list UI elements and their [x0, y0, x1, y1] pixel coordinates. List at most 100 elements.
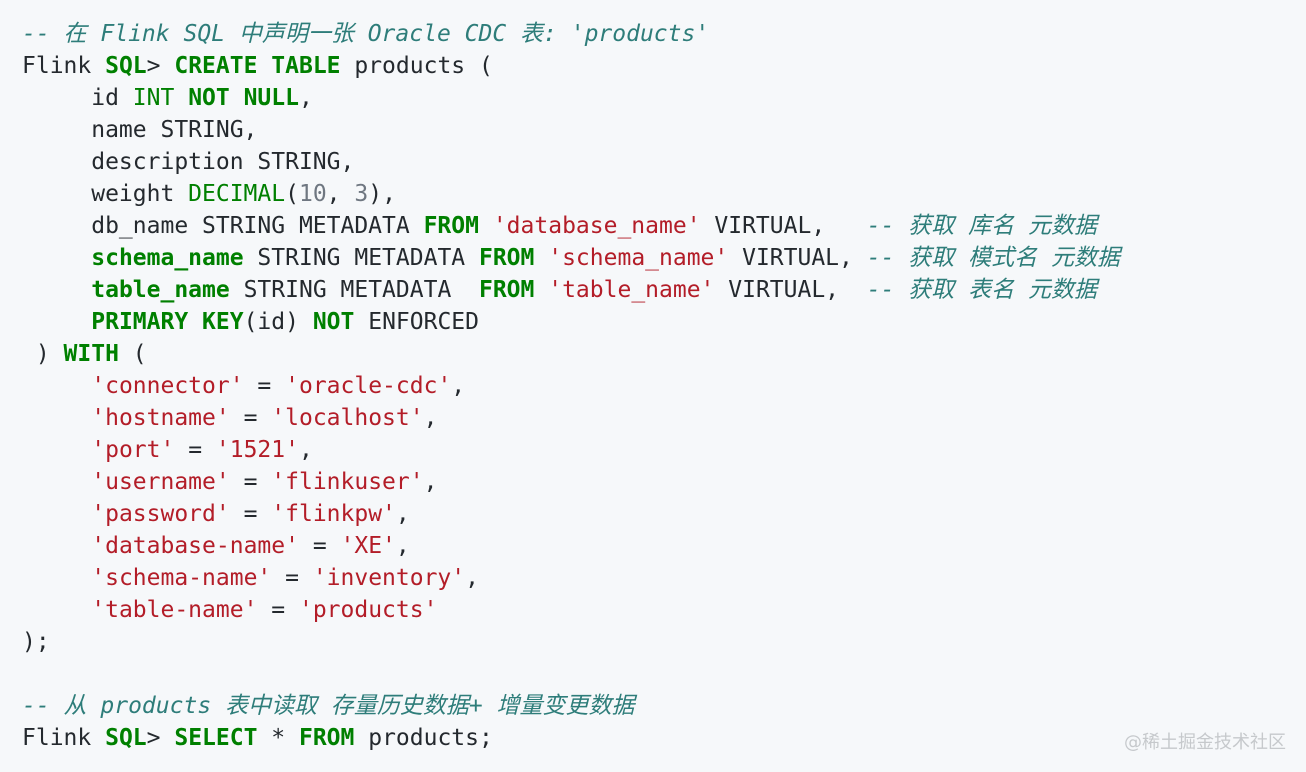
code-token-str: 'connector' — [91, 373, 244, 399]
code-token-plain — [174, 85, 188, 111]
code-token-plain: VIRTUAL, — [700, 213, 867, 239]
code-token-plain: ( — [285, 181, 299, 207]
code-line: table_name STRING METADATA FROM 'table_n… — [22, 274, 1306, 306]
code-line: 'table-name' = 'products' — [22, 594, 1306, 626]
code-token-kw: NOT — [312, 309, 355, 335]
code-token-plain — [22, 373, 91, 399]
code-token-plain: , — [298, 437, 313, 463]
code-token-bold: schema_name — [91, 245, 244, 271]
code-line: 'password' = 'flinkpw', — [22, 498, 1306, 530]
code-token-plain — [22, 501, 91, 527]
code-token-plain — [22, 597, 91, 623]
code-token-plain: = — [229, 501, 272, 527]
code-line: 'hostname' = 'localhost', — [22, 402, 1306, 434]
code-token-kw: FROM — [478, 277, 535, 303]
code-token-plain: > — [146, 53, 175, 79]
code-token-plain: = — [174, 437, 216, 463]
code-token-plain: = — [257, 597, 299, 623]
code-token-kw: SQL — [105, 725, 147, 751]
code-token-str: 'localhost' — [271, 405, 424, 431]
code-token-kw: PRIMARY KEY — [91, 309, 244, 335]
code-token-plain — [534, 245, 548, 271]
code-token-str: 'database-name' — [91, 533, 299, 559]
code-token-bold: table_name — [91, 277, 230, 303]
code-token-kw: WITH — [63, 341, 119, 367]
code-token-comm: -- 从 products 表中读取 存量历史数据+ 增量变更数据 — [22, 693, 635, 719]
code-token-str: 'flinkpw' — [271, 501, 396, 527]
code-token-plain — [534, 277, 548, 303]
code-token-comm: -- 获取 表名 元数据 — [866, 277, 1097, 303]
code-token-plain — [22, 309, 91, 335]
code-token-plain: STRING METADATA — [243, 245, 479, 271]
code-token-plain: description STRING, — [22, 149, 355, 175]
watermark: @稀土掘金技术社区 — [1124, 732, 1286, 753]
code-token-plain: , — [298, 85, 313, 111]
code-token-kw: FROM — [423, 213, 479, 239]
code-token-str: 'hostname' — [91, 405, 230, 431]
code-token-str: 'schema_name' — [548, 245, 729, 271]
code-line: ); — [22, 626, 1306, 658]
code-token-plain — [479, 213, 493, 239]
code-token-str: 'username' — [91, 469, 230, 495]
code-token-plain: , — [395, 533, 410, 559]
code-line — [22, 658, 1306, 690]
code-token-plain: db_name STRING METADATA — [22, 213, 424, 239]
code-line: name STRING, — [22, 114, 1306, 146]
code-token-str: 'password' — [91, 501, 230, 527]
code-line: schema_name STRING METADATA FROM 'schema… — [22, 242, 1306, 274]
code-token-str: 'table-name' — [91, 597, 258, 623]
code-token-plain: name STRING, — [22, 117, 258, 143]
code-line: description STRING, — [22, 146, 1306, 178]
code-token-plain — [22, 533, 91, 559]
code-line: ) WITH ( — [22, 338, 1306, 370]
code-token-comm: -- 获取 库名 元数据 — [866, 213, 1097, 239]
code-token-plain: ) — [22, 341, 64, 367]
code-token-str: 'oracle-cdc' — [285, 373, 452, 399]
code-token-plain: ), — [368, 181, 396, 207]
code-token-str: 'products' — [298, 597, 438, 623]
code-token-plain: = — [229, 405, 272, 431]
code-token-str: 'table_name' — [548, 277, 715, 303]
code-token-plain: ); — [22, 629, 50, 655]
code-line: Flink SQL> CREATE TABLE products ( — [22, 50, 1306, 82]
code-line: 'connector' = 'oracle-cdc', — [22, 370, 1306, 402]
code-token-comm: -- 在 Flink SQL 中声明一张 Oracle CDC 表: 'prod… — [22, 21, 710, 47]
code-line: -- 从 products 表中读取 存量历史数据+ 增量变更数据 — [22, 690, 1306, 722]
code-line: 'schema-name' = 'inventory', — [22, 562, 1306, 594]
code-line: 'database-name' = 'XE', — [22, 530, 1306, 562]
code-token-plain — [22, 437, 91, 463]
code-line: id INT NOT NULL, — [22, 82, 1306, 114]
code-token-plain: Flink — [22, 53, 106, 79]
code-token-plain: = — [271, 565, 313, 591]
code-token-kw: NOT NULL — [188, 85, 299, 111]
code-token-plain: ( — [118, 341, 147, 367]
code-token-kwn: INT — [132, 85, 175, 111]
code-token-plain — [22, 469, 91, 495]
code-line: PRIMARY KEY(id) NOT ENFORCED — [22, 306, 1306, 338]
code-token-plain: , — [395, 501, 410, 527]
code-token-plain: VIRTUAL, — [728, 245, 867, 271]
code-token-plain: (id) — [243, 309, 313, 335]
code-token-str: 'port' — [91, 437, 175, 463]
code-token-str: 'schema-name' — [91, 565, 272, 591]
code-line: weight DECIMAL(10, 3), — [22, 178, 1306, 210]
code-token-plain: weight — [22, 181, 189, 207]
code-token-plain: > — [146, 725, 175, 751]
code-token-plain — [22, 405, 91, 431]
code-token-num: 10 — [298, 181, 327, 207]
code-token-comm: -- 获取 模式名 元数据 — [866, 245, 1120, 271]
code-token-plain: , — [423, 469, 438, 495]
code-line: 'username' = 'flinkuser', — [22, 466, 1306, 498]
code-token-kw: FROM — [478, 245, 535, 271]
code-token-plain: , — [423, 405, 438, 431]
code-token-plain: , — [326, 181, 355, 207]
code-token-plain: products ( — [340, 53, 493, 79]
code-token-plain — [22, 245, 91, 271]
code-token-kw: SQL — [105, 53, 147, 79]
code-token-str: 'flinkuser' — [271, 469, 424, 495]
code-line: Flink SQL> SELECT * FROM products; — [22, 722, 1306, 754]
code-line: db_name STRING METADATA FROM 'database_n… — [22, 210, 1306, 242]
code-token-plain: VIRTUAL, — [714, 277, 867, 303]
code-token-plain: , — [465, 565, 479, 591]
